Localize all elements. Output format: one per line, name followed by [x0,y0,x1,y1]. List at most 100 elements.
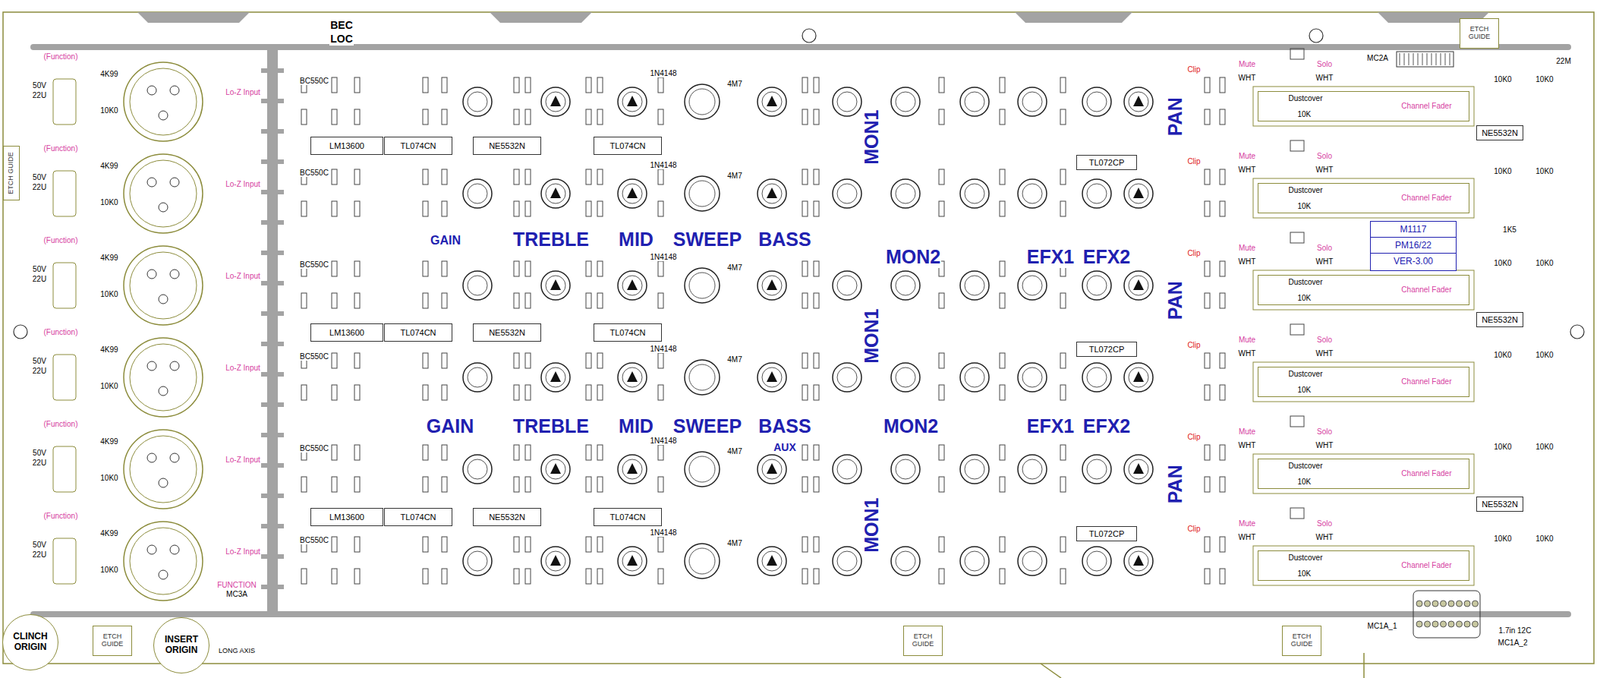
fader-label: Channel Fader [1401,101,1452,111]
resistor-symbol [813,292,819,309]
resistor-symbol [802,77,808,93]
ground-rib [261,220,284,225]
resistor-symbol [354,201,360,217]
resistor-symbol [525,169,531,185]
potentiometer [832,179,862,208]
potentiometer [837,459,857,479]
potentiometer [960,362,989,392]
fader-value: 10K [1297,477,1312,486]
potentiometer [622,91,643,112]
resistor-symbol [597,444,603,460]
potentiometer [1022,275,1043,296]
input-label: Lo-Z Input [224,271,262,281]
input-label: Lo-Z Input [224,455,262,464]
pot-marker [626,462,638,474]
connector-pin [1416,620,1423,627]
section-label: TREBLE [512,229,590,251]
potentiometer [462,546,492,576]
resistor-symbol [422,292,429,309]
led-label: Clip [1186,524,1201,533]
resistor-symbol [802,352,808,369]
resistor-symbol [354,109,360,125]
potentiometer [837,275,857,296]
potentiometer [964,551,985,571]
resistor-symbol [331,384,338,400]
potentiometer [1082,87,1112,117]
component-label: VER-3.00 [1370,252,1456,269]
board-id-box: M1117PM16/22VER-3.00 [1370,220,1457,271]
xlr-pin [158,202,168,212]
component-label: INSERT ORIGIN [159,634,204,656]
potentiometer [467,551,488,571]
input-label: Lo-Z Input [224,547,262,556]
component-label: ETCH GUIDE [7,151,16,195]
potentiometer [541,179,571,208]
resistor-symbol [999,109,1005,125]
resistor-symbol [999,444,1005,460]
xlr-pin [147,85,157,95]
connector-pin [1456,600,1463,607]
transistor-label: BC550C [299,535,330,545]
switch-label: Solo [1316,335,1333,344]
resistor-symbol [813,77,819,93]
potentiometer [757,546,787,576]
resistor-symbol [585,476,592,492]
section-label: PAN [1164,97,1186,138]
section-label: MON1 [861,308,883,365]
resistor-symbol [999,536,1005,552]
channel-fader: Dustcover10KChannel Fader [1257,91,1470,122]
connector-pin [1399,53,1401,66]
ic-package: NE5532N [1476,125,1524,141]
resistor-value: 10K0 [99,289,119,299]
fader-outline [1253,270,1475,310]
input-label: Lo-Z Input [224,88,262,97]
ic-package: NE5532N [1476,496,1524,512]
potentiometer [622,275,643,296]
mounting-hole [1570,324,1585,339]
resistor-value: 4M7 [726,263,743,272]
resistor-symbol [585,201,592,217]
potentiometer [617,362,647,392]
component-label: LM13600 [329,141,365,151]
resistor-symbol [1204,476,1210,492]
resistor-symbol [513,292,520,309]
resistor-value: 10K0 [1492,75,1512,84]
fader-label: Channel Fader [1401,193,1452,202]
fader-outline [1253,86,1475,126]
connector-pin [1424,620,1431,627]
resistor-symbol [1204,536,1210,552]
jack-socket [53,262,76,309]
resistor-symbol [422,169,429,185]
resistor-symbol [525,109,531,125]
ground-rib [261,189,284,195]
resistor-symbol [585,109,592,125]
ic-package: TL074CN [593,507,662,526]
resistor-symbol [597,384,603,400]
potentiometer [467,367,488,388]
resistor-symbol [513,77,520,93]
resistor-symbol [525,292,531,309]
ground-rib [261,584,284,589]
resistor-symbol [441,169,448,185]
resistor-symbol [938,536,945,552]
potentiometer [1128,551,1149,571]
potentiometer [1082,546,1112,576]
resistor-symbol [513,169,520,185]
potentiometer [1124,546,1153,576]
connector-name: MC2A [1366,53,1389,63]
connector-header [1396,51,1454,67]
mounting-hole [802,28,816,43]
resistor-symbol [331,352,338,369]
pot-marker [550,462,561,474]
resistor-value: 10K0 [1492,442,1512,451]
resistor-symbol [331,109,338,125]
potentiometer [1022,91,1043,112]
led-label: Clip [1186,248,1201,258]
potentiometer [1128,275,1149,296]
connector-pin [1413,53,1415,66]
component-label: ETCH GUIDE [905,633,941,649]
resistor-symbol [938,384,945,400]
fader-value: Dustcover [1288,553,1323,562]
resistor-symbol [1060,536,1066,552]
xlr-connector [123,337,203,417]
